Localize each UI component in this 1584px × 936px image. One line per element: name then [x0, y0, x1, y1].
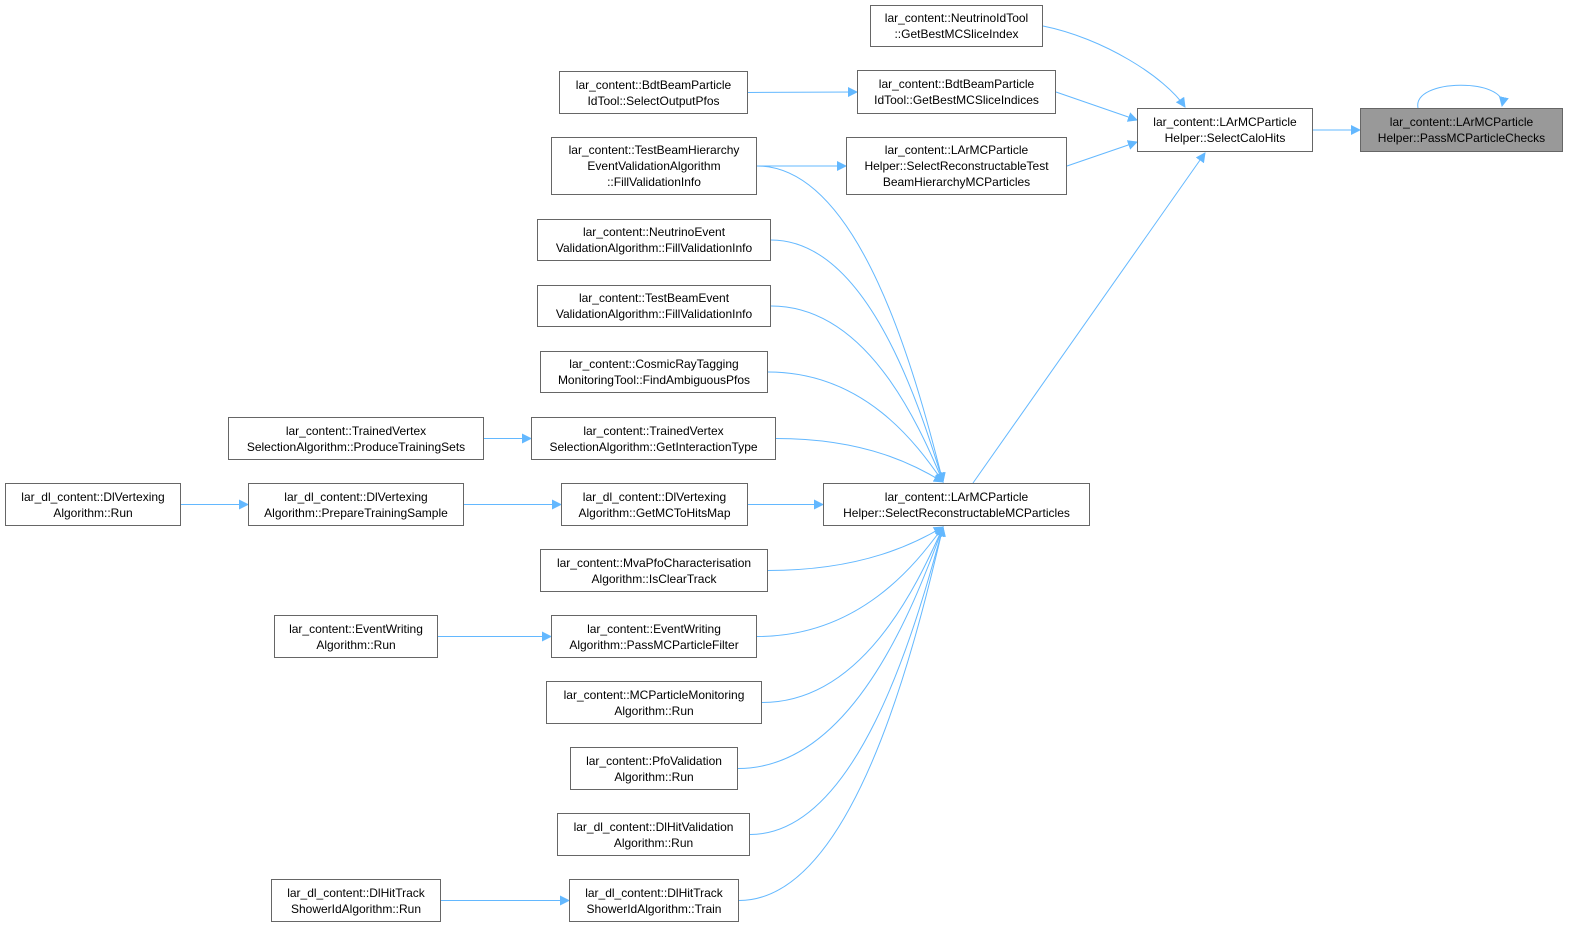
node-label-line: SelectionAlgorithm::ProduceTrainingSets [246, 439, 466, 454]
edge-mvaPfo-to-selectRecMC [767, 526, 944, 571]
node-label-line: ValidationAlgorithm::FillValidationInfo [555, 307, 753, 321]
node-label-line: Algorithm::Run [53, 505, 133, 520]
node-label-line: ShowerIdAlgorithm::Run [290, 901, 422, 916]
node-label-line: Helper::SelectReconstructableMCParticles [843, 505, 1070, 520]
edge-neutrinoEventVal-to-selectRecMC [770, 239, 946, 483]
node-label-line: lar_content::BdtBeamParticle [878, 77, 1035, 91]
edge-mcParticleMon-to-selectRecMC [761, 526, 944, 703]
edge-bdtGetBest-to-selectCaloHits [1055, 91, 1138, 122]
node-label-line: Algorithm::GetMCToHitsMap [578, 505, 731, 520]
node-label-line: ShowerIdAlgorithm::Train [586, 901, 722, 916]
node-label-line: MonitoringTool::FindAmbiguousPfos [557, 373, 751, 387]
edge-testBeamHierarchy-to-selectRecMC [756, 165, 946, 483]
node-label-line: Algorithm::PassMCParticleFilter [569, 637, 739, 652]
node-label-line: Helper::PassMCParticleChecks [1377, 131, 1546, 145]
node-label-line: lar_content::LArMCParticle [1153, 115, 1297, 129]
edge-neutrinoIdTool-to-selectCaloHits [1042, 25, 1186, 108]
node-label-line: lar_dl_content::DlHitTrack [287, 885, 425, 900]
node-label-line: lar_content::CosmicRayTagging [569, 357, 739, 371]
node-label-line: lar_content::LArMCParticle [884, 143, 1029, 157]
edge-selectRecMC-to-selectCaloHits [972, 152, 1206, 484]
node-label-line: IdTool::GetBestMCSliceIndices [874, 93, 1039, 107]
node-label-line: Helper::SelectReconstructableTest [864, 159, 1049, 173]
edge-testBeamEventVal-to-selectRecMC [770, 305, 945, 483]
node-label-line: Algorithm::Run [614, 769, 694, 784]
node-label-line: lar_content::LArMCParticle [884, 489, 1029, 504]
node-label-line: lar_dl_content::DlVertexing [284, 489, 428, 504]
node-label-line: lar_content::BdtBeamParticle [575, 77, 732, 92]
node-label-line: Algorithm::IsClearTrack [591, 571, 717, 586]
node-label-line: lar_content::EventWriting [289, 621, 423, 636]
node-label-line: lar_content::TrainedVertex [583, 423, 724, 438]
node-label-line: ::FillValidationInfo [607, 175, 701, 189]
edge-bdtSelectOutput-to-bdtGetBest [747, 87, 858, 98]
node-label-line: IdTool::SelectOutputPfos [587, 93, 720, 108]
edge-root-to-root [1417, 84, 1509, 109]
node-label-line: Algorithm::Run [613, 835, 694, 850]
node-label-line: lar_dl_content::DlVertexing [582, 489, 727, 504]
node-label-line: lar_content::MCParticleMonitoring [563, 687, 745, 702]
node-label-line: lar_content::NeutrinoEvent [582, 225, 726, 239]
node-label-line: ValidationAlgorithm::FillValidationInfo [555, 241, 753, 255]
node-label-line: lar_content::TrainedVertex [285, 423, 427, 438]
node-label-line: SelectionAlgorithm::GetInteractionType [549, 439, 758, 454]
edge-dlHitValidation-to-selectRecMC [749, 526, 946, 835]
node-label-line: lar_content::EventWriting [587, 621, 721, 636]
node-label-line: Helper::SelectCaloHits [1164, 131, 1286, 145]
node-neutrino-id-tool[interactable]: lar_content::NeutrinoIdTool::GetBestMCSl… [870, 5, 1043, 47]
node-label-line: BeamHierarchyMCParticles [882, 175, 1031, 189]
node-label-line: lar_dl_content::DlVertexing [21, 489, 165, 504]
edge-pfoValidation-to-selectRecMC [737, 526, 945, 769]
node-label-line: lar_dl_content::DlHitTrack [585, 885, 723, 900]
node-label-line: lar_content::NeutrinoIdTool [884, 11, 1029, 25]
node-label-line: lar_content::TestBeamHierarchy [568, 143, 740, 157]
node-label-line: lar_content::TestBeamEvent [578, 291, 730, 305]
node-label-line: ::GetBestMCSliceIndex [894, 27, 1019, 41]
edge-cosmicRay-to-selectRecMC [767, 371, 944, 483]
edge-selectRecTestBeam-to-selectCaloHits [1066, 140, 1138, 167]
node-label-line: lar_content::LArMCParticle [1389, 115, 1534, 129]
node-label-line: Algorithm::PrepareTrainingSample [264, 505, 448, 520]
node-label-line: lar_content::MvaPfoCharacterisation [556, 555, 752, 570]
node-label-line: lar_content::PfoValidation [586, 753, 722, 768]
edge-dlHitTrackTrain-to-selectRecMC [738, 526, 946, 901]
edge-trainedVertexGet-to-selectRecMC [775, 438, 944, 483]
node-label-line: EventValidationAlgorithm [587, 159, 721, 173]
node-label-line: Algorithm::Run [316, 637, 396, 652]
edge-eventWritingPass-to-selectRecMC [756, 526, 944, 637]
node-label-line: lar_dl_content::DlHitValidation [573, 819, 734, 834]
node-label-line: Algorithm::Run [614, 703, 694, 718]
